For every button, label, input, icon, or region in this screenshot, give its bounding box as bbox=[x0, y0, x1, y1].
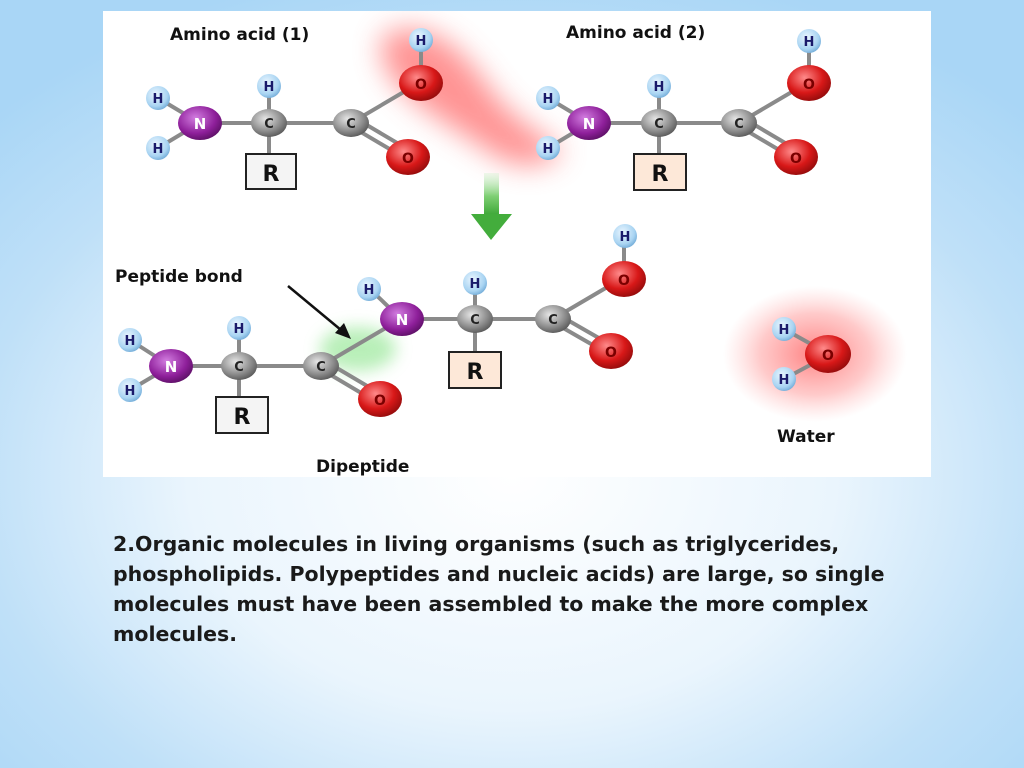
peptide-bond-diagram: Amino acid (1) Amino acid (2) Peptide bo… bbox=[115, 23, 907, 477]
atom-label: O bbox=[402, 151, 414, 167]
carbon-atom bbox=[303, 352, 339, 380]
carbon-atom bbox=[535, 305, 571, 333]
r-group-box bbox=[245, 153, 297, 190]
atom-label: C bbox=[654, 117, 664, 132]
hydrogen-atom bbox=[772, 317, 796, 341]
atom-label: H bbox=[543, 92, 554, 107]
atom-label: H bbox=[654, 80, 665, 95]
hydrogen-atom bbox=[227, 316, 251, 340]
atom-label: H bbox=[543, 142, 554, 157]
r-group-label: R bbox=[467, 360, 484, 385]
atom-label: H bbox=[264, 80, 275, 95]
atom-label: N bbox=[194, 115, 207, 133]
oxygen-atom bbox=[399, 65, 443, 101]
carbon-atom bbox=[457, 305, 493, 333]
hydrogen-atom bbox=[536, 136, 560, 160]
hydrogen-atom bbox=[257, 74, 281, 98]
atom-label: C bbox=[316, 360, 326, 375]
atom-label: H bbox=[234, 322, 245, 337]
atom-label: H bbox=[125, 384, 136, 399]
reaction-arrow bbox=[471, 173, 512, 240]
water-label: Water bbox=[777, 427, 835, 447]
atom-label: H bbox=[779, 323, 790, 338]
oxygen-atom bbox=[787, 65, 831, 101]
atom-label: N bbox=[396, 311, 409, 329]
atom-label: H bbox=[153, 142, 164, 157]
atom-label: O bbox=[605, 345, 617, 361]
atom-label: O bbox=[803, 77, 815, 93]
carbon-atom bbox=[333, 109, 369, 137]
atom-label: C bbox=[470, 313, 480, 328]
oxygen-atom bbox=[805, 335, 851, 373]
peptide-bond-pointer bbox=[287, 285, 351, 339]
r-group-label: R bbox=[263, 162, 280, 187]
hydrogen-atom bbox=[647, 74, 671, 98]
atom-label: N bbox=[583, 115, 596, 133]
oxygen-atom bbox=[602, 261, 646, 297]
atom-label: N bbox=[165, 358, 178, 376]
peptide-bond-label: Peptide bond bbox=[115, 267, 243, 287]
r-group-label: R bbox=[652, 162, 669, 187]
water-removal-highlight bbox=[381, 29, 563, 166]
hydrogen-atom bbox=[772, 367, 796, 391]
nitrogen-atom bbox=[149, 349, 193, 383]
atom-label: H bbox=[620, 230, 631, 245]
r-group-box bbox=[633, 153, 687, 191]
peptide-bond-highlight bbox=[320, 327, 396, 371]
carbon-atom bbox=[721, 109, 757, 137]
hydrogen-atom bbox=[797, 29, 821, 53]
atom-label: O bbox=[374, 393, 386, 409]
hydrogen-atom bbox=[409, 28, 433, 52]
atom-label: H bbox=[364, 283, 375, 298]
dipeptide-label: Dipeptide bbox=[316, 457, 409, 477]
hydrogen-atom bbox=[146, 136, 170, 160]
atom-label: C bbox=[346, 117, 356, 132]
hydrogen-atom bbox=[357, 277, 381, 301]
nitrogen-atom bbox=[567, 106, 611, 140]
hydrogen-atom bbox=[536, 86, 560, 110]
atom-label: H bbox=[779, 373, 790, 388]
carbon-atom bbox=[641, 109, 677, 137]
amino-acid-1: H H N H C R C O H O bbox=[146, 28, 443, 190]
hydrogen-atom bbox=[463, 271, 487, 295]
atom-label: H bbox=[153, 92, 164, 107]
hydrogen-atom bbox=[118, 378, 142, 402]
oxygen-atom bbox=[386, 139, 430, 175]
diagram-panel: Amino acid (1) Amino acid (2) Peptide bo… bbox=[103, 11, 931, 477]
amino-acid-2: H H N H C R C O H O bbox=[536, 29, 831, 191]
oxygen-atom bbox=[774, 139, 818, 175]
atom-label: O bbox=[822, 348, 834, 364]
nitrogen-atom bbox=[178, 106, 222, 140]
carbon-atom bbox=[221, 352, 257, 380]
hydrogen-atom bbox=[146, 86, 170, 110]
atom-label: C bbox=[548, 313, 558, 328]
atom-label: O bbox=[415, 77, 427, 93]
oxygen-atom bbox=[589, 333, 633, 369]
water-molecule: H H O bbox=[772, 317, 851, 391]
carbon-atom bbox=[251, 109, 287, 137]
dipeptide: H H N H C R C O H N H C R C O H O bbox=[118, 224, 646, 434]
nitrogen-atom bbox=[380, 302, 424, 336]
r-group-box bbox=[448, 351, 502, 389]
atom-label: C bbox=[264, 117, 274, 132]
r-group-box bbox=[215, 396, 269, 434]
atom-label: O bbox=[618, 273, 630, 289]
hydrogen-atom bbox=[613, 224, 637, 248]
hydrogen-atom bbox=[118, 328, 142, 352]
atom-label: H bbox=[125, 334, 136, 349]
oxygen-atom bbox=[358, 381, 402, 417]
atom-label: C bbox=[234, 360, 244, 375]
amino-acid-1-label: Amino acid (1) bbox=[170, 25, 309, 45]
caption-text: 2.Organic molecules in living organisms … bbox=[113, 532, 885, 646]
atom-label: O bbox=[790, 151, 802, 167]
atom-label: H bbox=[804, 35, 815, 50]
atom-label: C bbox=[734, 117, 744, 132]
r-group-label: R bbox=[234, 405, 251, 430]
amino-acid-2-label: Amino acid (2) bbox=[566, 23, 705, 43]
atom-label: H bbox=[416, 34, 427, 49]
atom-label: H bbox=[470, 277, 481, 292]
